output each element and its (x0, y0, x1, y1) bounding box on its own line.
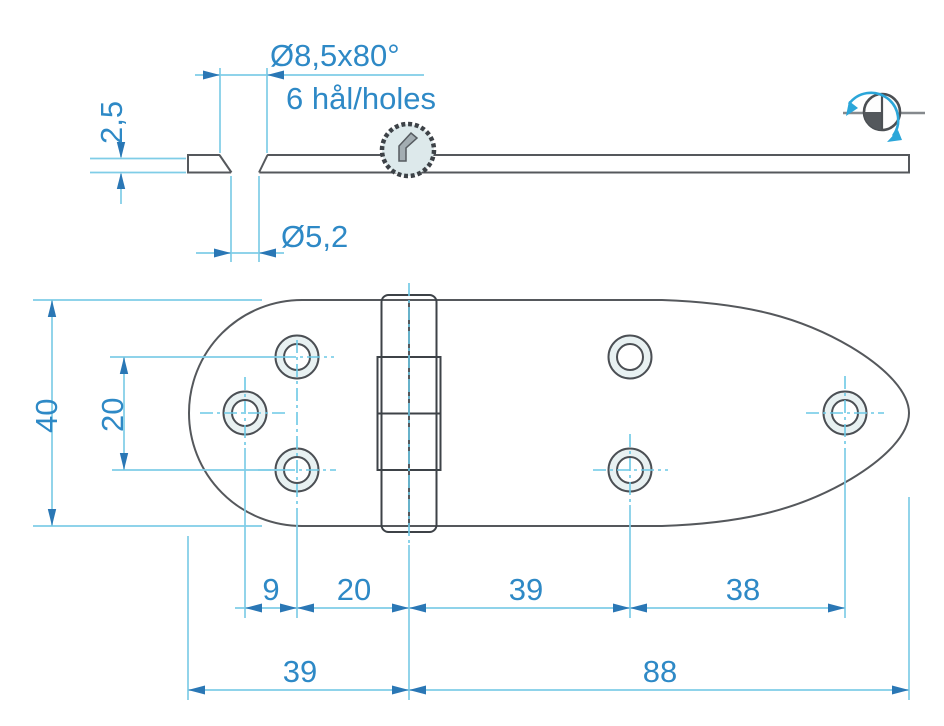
bottom-dimension-rows: 9 20 39 38 39 88 (187, 497, 910, 700)
dim-thickness: 2,5 (90, 101, 186, 204)
side-view: Ø8,5x80° 6 hål/holes 2,5 Ø5,2 (90, 38, 910, 262)
dim-hole-spacing: 20 (95, 356, 283, 471)
dim-height-label: 40 (29, 399, 64, 433)
dim-hole-diameter-label: Ø5,2 (281, 219, 348, 254)
plan-view: 40 20 (29, 283, 911, 700)
left-leaf (188, 299, 410, 527)
center-lines (200, 283, 884, 700)
dim-hole-diameter: Ø5,2 (196, 176, 348, 262)
side-plate (187, 154, 910, 174)
dim-39-total-label: 39 (283, 654, 317, 689)
dim-height: 40 (29, 299, 262, 527)
right-leaf (408, 299, 911, 527)
dim-38-label: 38 (726, 572, 760, 607)
dim-88-total-label: 88 (643, 654, 677, 689)
dim-20-label: 20 (337, 572, 371, 607)
hinge-knuckle-side (379, 121, 437, 179)
dim-countersink-label: Ø8,5x80° (270, 38, 400, 73)
countersink-hole-profile (218, 153, 269, 174)
dim-9-label: 9 (262, 572, 279, 607)
dim-39-right-label: 39 (509, 572, 543, 607)
dim-row-1: 9 20 39 38 (235, 572, 845, 613)
dim-thickness-label: 2,5 (94, 101, 129, 144)
screw-hole-right-top (607, 334, 653, 380)
dim-hole-spacing-label: 20 (95, 398, 130, 432)
dim-holes-count-label: 6 hål/holes (286, 81, 436, 116)
dim-countersink: Ø8,5x80° 6 hål/holes (195, 38, 436, 153)
dim-row-2: 39 88 (188, 654, 909, 695)
rotation-symbol-icon (843, 91, 925, 142)
pin-detail (398, 131, 419, 162)
